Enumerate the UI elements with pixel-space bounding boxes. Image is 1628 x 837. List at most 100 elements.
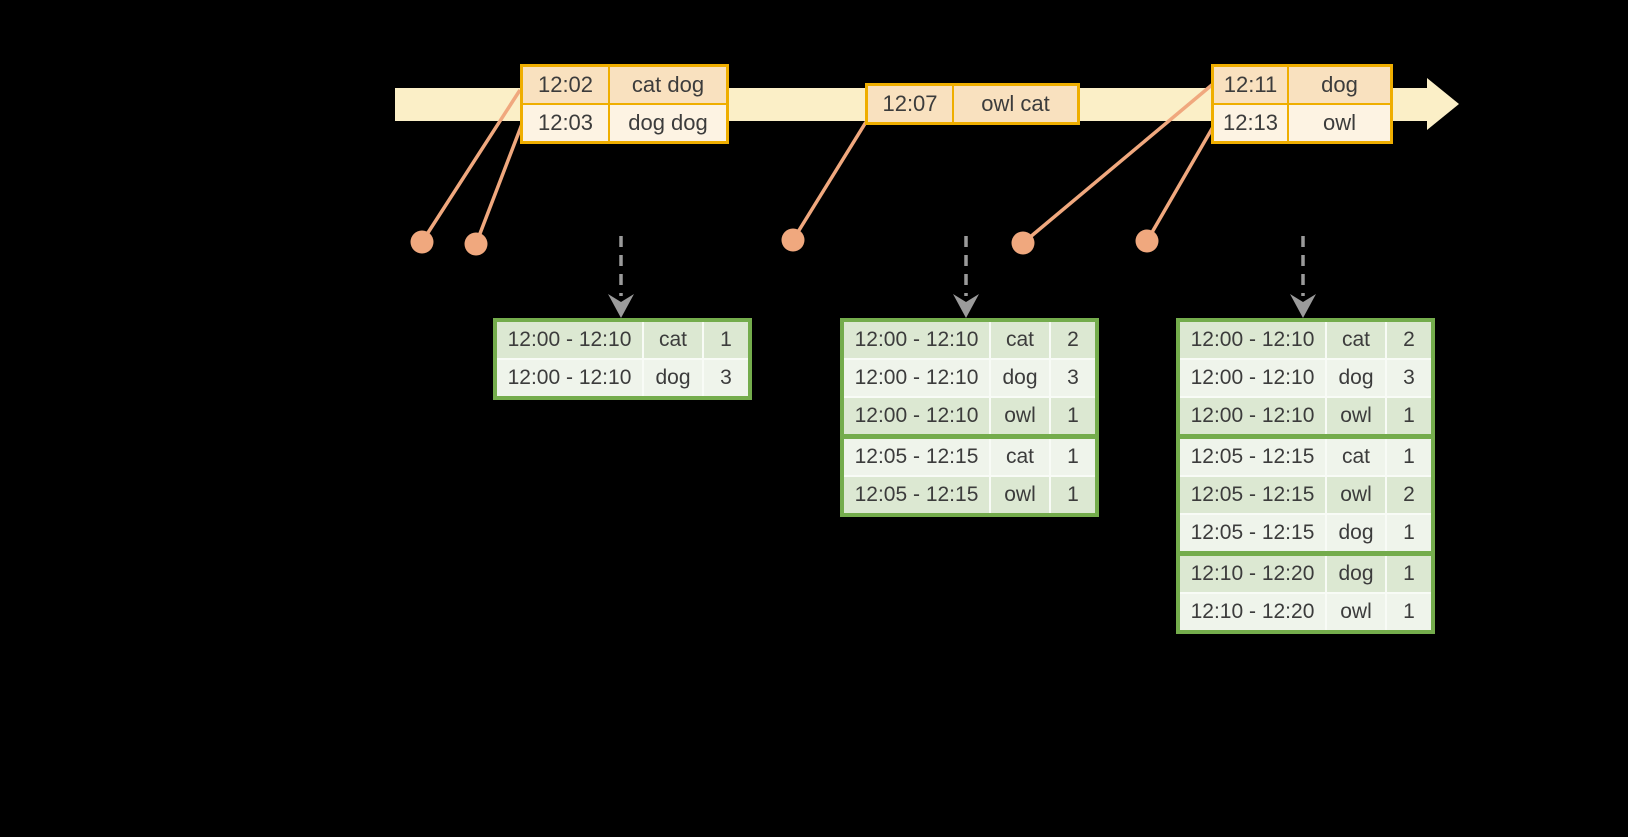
cell-count: 2 <box>1385 477 1431 513</box>
cell-count: 3 <box>702 360 748 396</box>
cell-count: 2 <box>1385 322 1431 358</box>
cell-word: dog <box>1325 360 1385 396</box>
event-dots <box>410 228 1159 256</box>
cell-time: 12:03 <box>523 105 608 141</box>
event-dot <box>464 232 488 256</box>
trigger-arrowheads <box>608 294 1316 318</box>
cell-word: owl <box>1325 594 1385 630</box>
cell-words: dog dog <box>610 105 726 141</box>
cell-window: 12:05 - 12:15 <box>1180 439 1325 475</box>
cell-word: dog <box>1325 556 1385 592</box>
cell-count: 1 <box>702 322 748 358</box>
connector-line <box>1145 126 1215 242</box>
cell-word: dog <box>989 360 1049 396</box>
cell-window: 12:05 - 12:15 <box>1180 477 1325 513</box>
cell-words: owl cat <box>954 86 1077 122</box>
cell-word: owl <box>989 477 1049 513</box>
event-dot <box>1135 229 1159 253</box>
cell-window: 12:10 - 12:20 <box>1180 594 1325 630</box>
event-dot <box>410 230 434 254</box>
cell-word: cat <box>989 322 1049 358</box>
cell-count: 3 <box>1049 360 1095 396</box>
cell-count: 1 <box>1385 594 1431 630</box>
cell-window: 12:00 - 12:10 <box>844 398 989 434</box>
cell-word: dog <box>642 360 702 396</box>
cell-word: owl <box>1325 398 1385 434</box>
connector-line <box>1021 82 1215 245</box>
connector-line <box>474 123 524 245</box>
cell-words: cat dog <box>610 67 726 103</box>
timeline-arrowhead-icon <box>1427 78 1459 130</box>
cell-window: 12:05 - 12:15 <box>844 477 989 513</box>
cell-word: cat <box>1325 322 1385 358</box>
connector-line <box>420 89 522 243</box>
cell-word: cat <box>989 439 1049 475</box>
cell-window: 12:00 - 12:10 <box>497 322 642 358</box>
trigger-arrowhead-icon <box>1290 294 1316 318</box>
cell-words: owl <box>1289 105 1390 141</box>
connector-line <box>791 121 868 241</box>
cell-count: 2 <box>1049 322 1095 358</box>
event-dot <box>1011 231 1035 255</box>
cell-time: 12:07 <box>868 86 952 122</box>
cell-count: 1 <box>1049 398 1095 434</box>
cell-word: owl <box>1325 477 1385 513</box>
cell-window: 12:05 - 12:15 <box>844 439 989 475</box>
cell-word: cat <box>642 322 702 358</box>
cell-count: 1 <box>1385 439 1431 475</box>
cell-time: 12:02 <box>523 67 608 103</box>
cell-window: 12:00 - 12:10 <box>1180 322 1325 358</box>
cell-word: cat <box>1325 439 1385 475</box>
cell-window: 12:00 - 12:10 <box>497 360 642 396</box>
cell-time: 12:13 <box>1214 105 1287 141</box>
cell-count: 1 <box>1385 556 1431 592</box>
cell-word: dog <box>1325 515 1385 551</box>
trigger-arrowhead-icon <box>608 294 634 318</box>
trigger-arrows <box>619 236 1305 296</box>
cell-words: dog <box>1289 67 1390 103</box>
cell-time: 12:11 <box>1214 67 1287 103</box>
cell-count: 1 <box>1385 398 1431 434</box>
cell-count: 3 <box>1385 360 1431 396</box>
cell-word: owl <box>989 398 1049 434</box>
trigger-arrowhead-icon <box>953 294 979 318</box>
cell-window: 12:00 - 12:10 <box>1180 398 1325 434</box>
cell-count: 1 <box>1049 439 1095 475</box>
event-dot <box>781 228 805 252</box>
cell-window: 12:10 - 12:20 <box>1180 556 1325 592</box>
cell-window: 12:00 - 12:10 <box>844 360 989 396</box>
cell-window: 12:00 - 12:10 <box>844 322 989 358</box>
cell-window: 12:05 - 12:15 <box>1180 515 1325 551</box>
cell-window: 12:00 - 12:10 <box>1180 360 1325 396</box>
cell-count: 1 <box>1049 477 1095 513</box>
cell-count: 1 <box>1385 515 1431 551</box>
